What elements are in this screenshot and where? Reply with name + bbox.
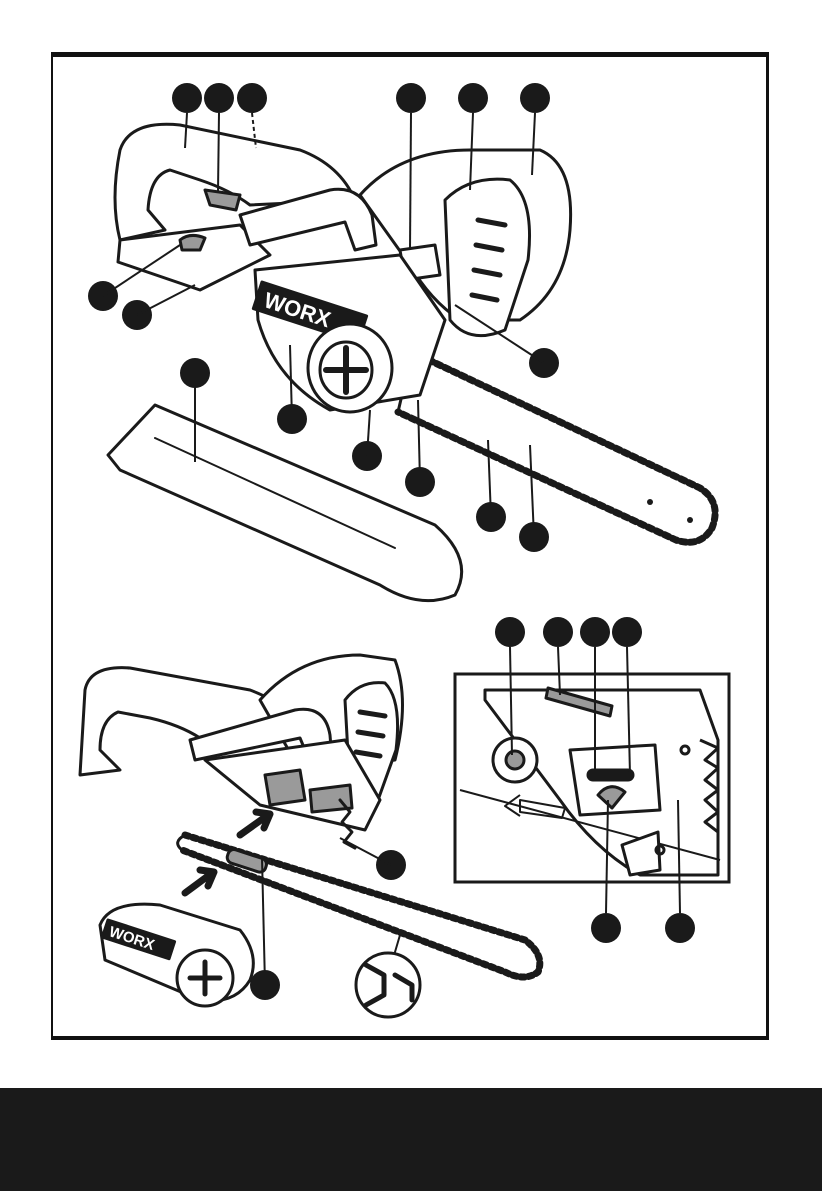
assembly-arrow-lower <box>185 870 214 893</box>
callout-marker <box>237 83 267 113</box>
callout-marker <box>665 913 695 943</box>
callout-marker <box>520 83 550 113</box>
callout-marker <box>172 83 202 113</box>
lock-off-button <box>180 235 205 250</box>
callout-marker <box>458 83 488 113</box>
callout-marker <box>204 83 234 113</box>
chain-guard-cover <box>108 405 462 601</box>
chain-detail-magnifier <box>356 935 420 1017</box>
trigger <box>205 190 240 210</box>
chain-tension-knob <box>308 324 392 412</box>
callout-marker <box>396 83 426 113</box>
callout-marker <box>591 913 621 943</box>
callout-marker <box>495 617 525 647</box>
figure-tension-detail <box>455 674 729 882</box>
callout-marker <box>612 617 642 647</box>
callout-marker <box>580 617 610 647</box>
guide-bar <box>398 352 715 542</box>
footer-band <box>0 1088 822 1191</box>
assembly-arrow-upper <box>240 812 270 835</box>
callout-marker <box>543 617 573 647</box>
